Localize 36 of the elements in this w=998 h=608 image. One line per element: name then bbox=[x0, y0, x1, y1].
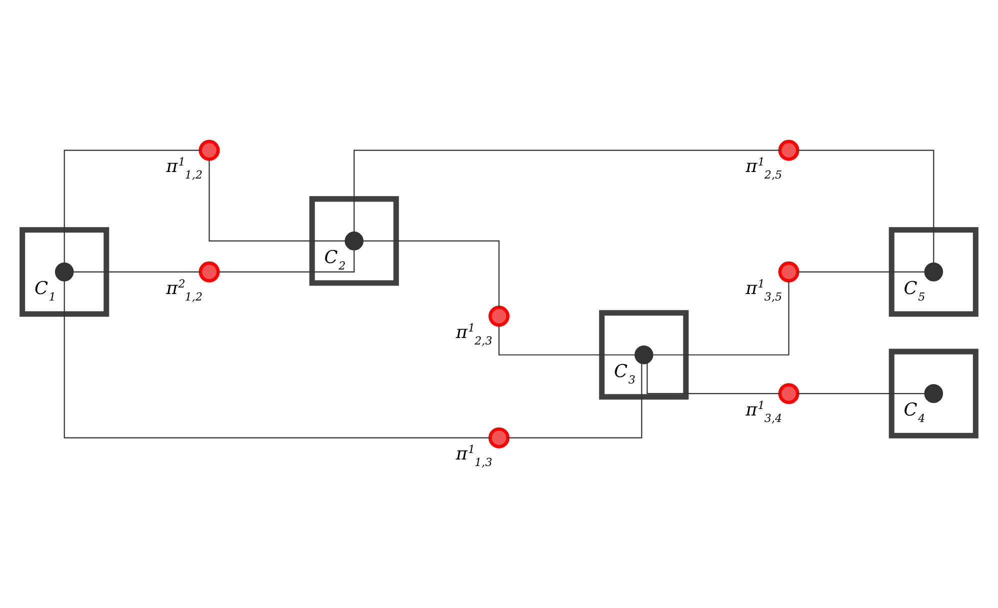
node-circle bbox=[488, 427, 510, 448]
connector bbox=[363, 240, 500, 308]
connector bbox=[64, 150, 200, 263]
node-circle bbox=[924, 384, 944, 403]
node-circle bbox=[54, 262, 74, 282]
cluster bbox=[20, 227, 110, 317]
node-circle bbox=[344, 232, 364, 250]
node-circle bbox=[634, 345, 654, 364]
node-circle bbox=[198, 261, 220, 282]
cluster bbox=[599, 310, 689, 400]
node-circle bbox=[778, 383, 800, 404]
node-label: C$_{4}$ bbox=[904, 400, 926, 425]
node-circle bbox=[778, 261, 800, 282]
node-circle bbox=[924, 262, 944, 282]
node-label: C$_{3}$ bbox=[614, 362, 636, 386]
node-circle bbox=[778, 140, 800, 161]
node-circle bbox=[488, 306, 510, 327]
cluster bbox=[888, 348, 978, 438]
connector bbox=[73, 271, 200, 272]
connector bbox=[218, 250, 355, 272]
connector bbox=[652, 280, 790, 356]
node-label: C$_{2}$ bbox=[324, 248, 346, 272]
connector bbox=[508, 364, 642, 438]
node-label: C$_{5}$ bbox=[904, 278, 926, 304]
connector bbox=[798, 393, 925, 394]
connector bbox=[208, 159, 346, 242]
connector bbox=[64, 280, 490, 438]
connector bbox=[798, 150, 934, 263]
connector bbox=[798, 271, 925, 272]
connector bbox=[646, 363, 780, 394]
node-circle bbox=[198, 140, 220, 161]
connector bbox=[498, 325, 635, 356]
node-label: C$_{1}$ bbox=[34, 278, 56, 304]
connector bbox=[354, 150, 780, 232]
cluster bbox=[309, 196, 399, 286]
cluster bbox=[888, 227, 978, 317]
